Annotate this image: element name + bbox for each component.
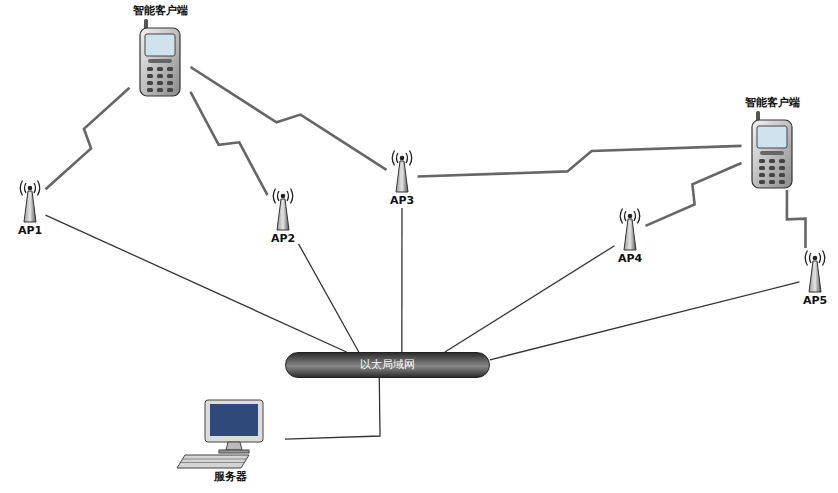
wireless-link	[191, 67, 387, 170]
wired-link	[490, 282, 800, 360]
ap-icon	[268, 186, 298, 232]
ap-icon	[615, 206, 645, 252]
node-label: AP3	[390, 194, 414, 208]
wired-link	[46, 215, 347, 352]
wireless-link	[418, 146, 742, 177]
node-label: AP5	[803, 294, 827, 308]
network-label: 以太局域网	[360, 358, 415, 372]
node-label: AP2	[271, 232, 295, 246]
server: 服务器	[175, 398, 285, 484]
node-label: AP4	[618, 252, 642, 266]
ap-icon-shape	[620, 209, 640, 251]
node-label: 智能客户端	[133, 4, 188, 18]
wired-link	[285, 378, 380, 439]
smart-client: 智能客户端	[742, 96, 803, 190]
node-label: AP1	[18, 224, 42, 238]
server-icon	[175, 398, 285, 470]
ap-icon	[800, 248, 830, 294]
wired-link	[401, 208, 402, 352]
ap-icon-shape	[273, 189, 293, 231]
access-point: AP3	[387, 148, 418, 208]
access-point: AP5	[800, 248, 831, 308]
server-icon-shape	[177, 400, 263, 468]
wireless-link	[646, 163, 742, 226]
smart-client: 智能客户端	[130, 4, 191, 98]
ap-icon-shape	[20, 181, 40, 223]
ap-icon	[387, 148, 417, 194]
wireless-link	[46, 88, 130, 189]
access-point: AP2	[268, 186, 299, 246]
wired-link	[445, 246, 615, 352]
access-point: AP4	[615, 206, 646, 266]
wired-link	[299, 244, 359, 352]
ap-icon	[15, 178, 45, 224]
ap-icon-shape	[392, 151, 412, 193]
client-icon	[750, 110, 794, 190]
wireless-link	[787, 190, 806, 248]
client-icon-shape	[140, 19, 180, 96]
ap-icon-shape	[805, 251, 825, 293]
wireless-link	[191, 92, 268, 195]
access-point: AP1	[15, 178, 46, 238]
client-icon-shape	[752, 111, 792, 188]
node-label: 智能客户端	[745, 96, 800, 110]
client-icon	[138, 18, 182, 98]
node-label: 服务器	[214, 470, 247, 484]
lan-bus: 以太局域网	[285, 352, 490, 378]
